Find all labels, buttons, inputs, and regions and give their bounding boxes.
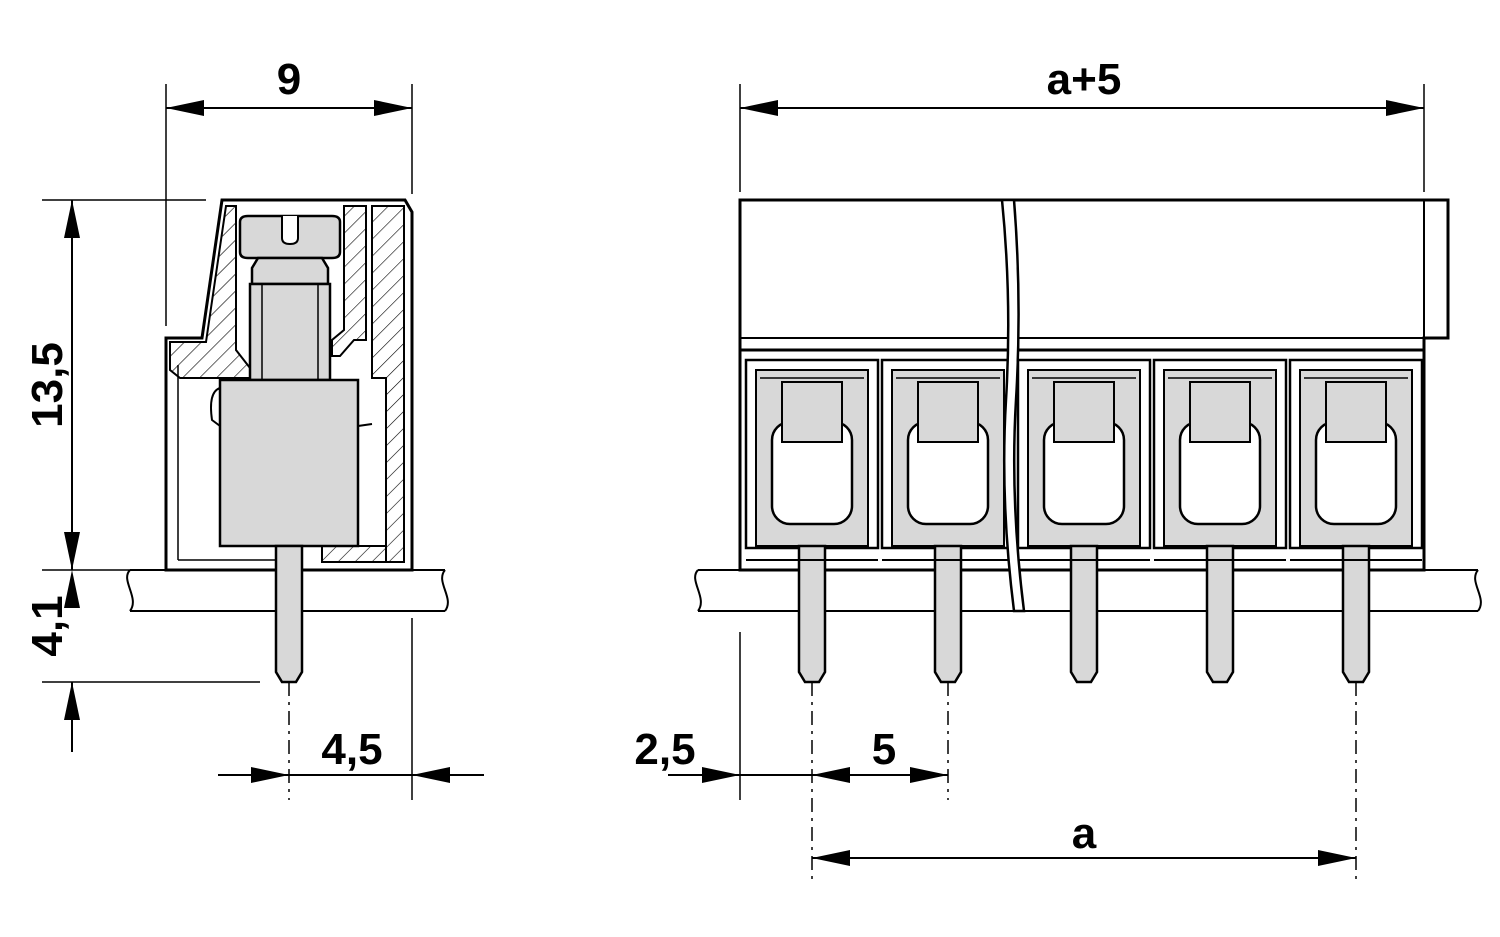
front-poles <box>744 358 1424 684</box>
dim-25-arrow-left <box>812 767 850 783</box>
side-housing-section <box>169 205 251 379</box>
dim-a-arrow-right <box>1318 850 1356 866</box>
screw-slot <box>281 216 299 246</box>
dim-a5-label: a+5 <box>1047 55 1122 104</box>
solder-pin <box>1069 544 1099 684</box>
dim-9-arrow-left <box>166 100 204 116</box>
dim-45-label: 4,5 <box>321 725 382 774</box>
dim-a5-arrow-right <box>1386 100 1424 116</box>
pole-screw-face <box>781 381 843 443</box>
dim-45-arrow-right <box>412 767 450 783</box>
pole-screw-face <box>1053 381 1115 443</box>
dim-25-arrow-right <box>702 767 740 783</box>
screw-shaft <box>248 282 332 382</box>
pole-screw-face <box>1325 381 1387 443</box>
screw-neck <box>250 256 330 286</box>
dim-a-label: a <box>1072 809 1097 858</box>
solder-pin <box>1205 544 1235 684</box>
dim-5-label: 5 <box>872 725 896 774</box>
dim-41-label: 4,1 <box>23 595 72 656</box>
clamp-spring <box>210 387 221 427</box>
solder-pin <box>933 544 963 684</box>
side-housing-base <box>321 545 387 563</box>
break-mark <box>1000 198 1026 613</box>
dim-135-arrow-top <box>64 200 80 238</box>
clamp-spring-right <box>357 423 373 427</box>
pole-screw-face <box>917 381 979 443</box>
dim-a-arrow-left <box>812 850 850 866</box>
dim-9-label: 9 <box>277 55 301 104</box>
solder-pin <box>797 544 827 684</box>
side-housing-section-right <box>331 205 367 357</box>
clamp-body <box>218 378 360 548</box>
front-view: a+5 2,5 5 a <box>634 55 1482 882</box>
side-view: 9 13,5 4,1 4,5 <box>23 55 484 800</box>
side-solder-pin <box>274 544 304 684</box>
dim-45-arrow-left <box>251 767 289 783</box>
dim-41-arrow-top <box>64 570 80 608</box>
pole-screw-face <box>1189 381 1251 443</box>
dim-a5-arrow-left <box>740 100 778 116</box>
dim-9-arrow-right <box>374 100 412 116</box>
dim-135-label: 13,5 <box>23 342 72 428</box>
front-housing-top <box>738 198 1450 352</box>
solder-pin <box>1341 544 1371 684</box>
dim-25-label: 2,5 <box>634 725 695 774</box>
dim-41-arrow-bottom <box>64 682 80 720</box>
dim-5-arrow-right <box>910 767 948 783</box>
